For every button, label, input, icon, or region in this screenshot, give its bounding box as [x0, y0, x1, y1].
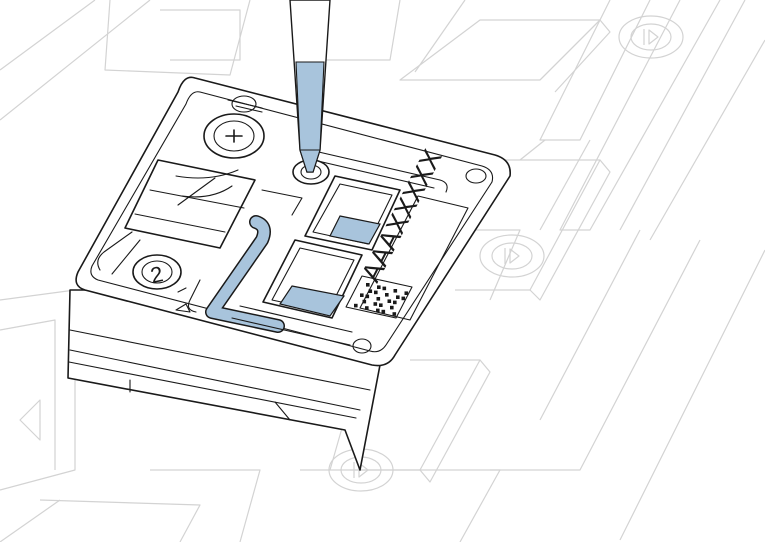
vent-port: [175, 95, 487, 354]
qr-module: [365, 294, 370, 299]
qr-module: [396, 295, 400, 299]
qr-module: [393, 289, 398, 293]
reagent-blister: [124, 159, 256, 249]
qr-module: [362, 299, 367, 304]
qr-module: [382, 286, 387, 291]
qr-module: [365, 306, 369, 310]
play-symbol-icon: [479, 234, 545, 278]
fluid-channel: [205, 215, 285, 333]
pipette-tip-icon: [289, 0, 331, 173]
qr-module: [376, 308, 380, 313]
qr-module: [368, 289, 373, 293]
detection-chamber-bottom: [262, 239, 363, 319]
port-2: 2: [132, 254, 182, 290]
qr-module: [390, 305, 394, 310]
qr-module: [401, 296, 406, 301]
channel-network: [97, 99, 448, 346]
qr-module: [360, 293, 364, 297]
detection-chamber-top: [304, 175, 401, 251]
qr-module: [404, 291, 409, 295]
qr-module: [373, 302, 378, 306]
qr-module: [376, 297, 381, 301]
qr-module: [393, 300, 397, 305]
qr-module: [385, 293, 389, 297]
qr-module: [354, 303, 358, 308]
qr-module: [366, 283, 370, 287]
qr-module: [377, 285, 381, 289]
screw-icon: [203, 113, 265, 159]
qr-module: [379, 303, 383, 307]
play-symbol-icon: [618, 15, 684, 59]
port-number: 2: [148, 261, 165, 288]
qr-module: [392, 312, 397, 316]
qr-module: [387, 299, 392, 303]
qr-module: [374, 290, 378, 295]
qr-code-icon: [345, 275, 413, 319]
qr-module: [381, 309, 386, 314]
